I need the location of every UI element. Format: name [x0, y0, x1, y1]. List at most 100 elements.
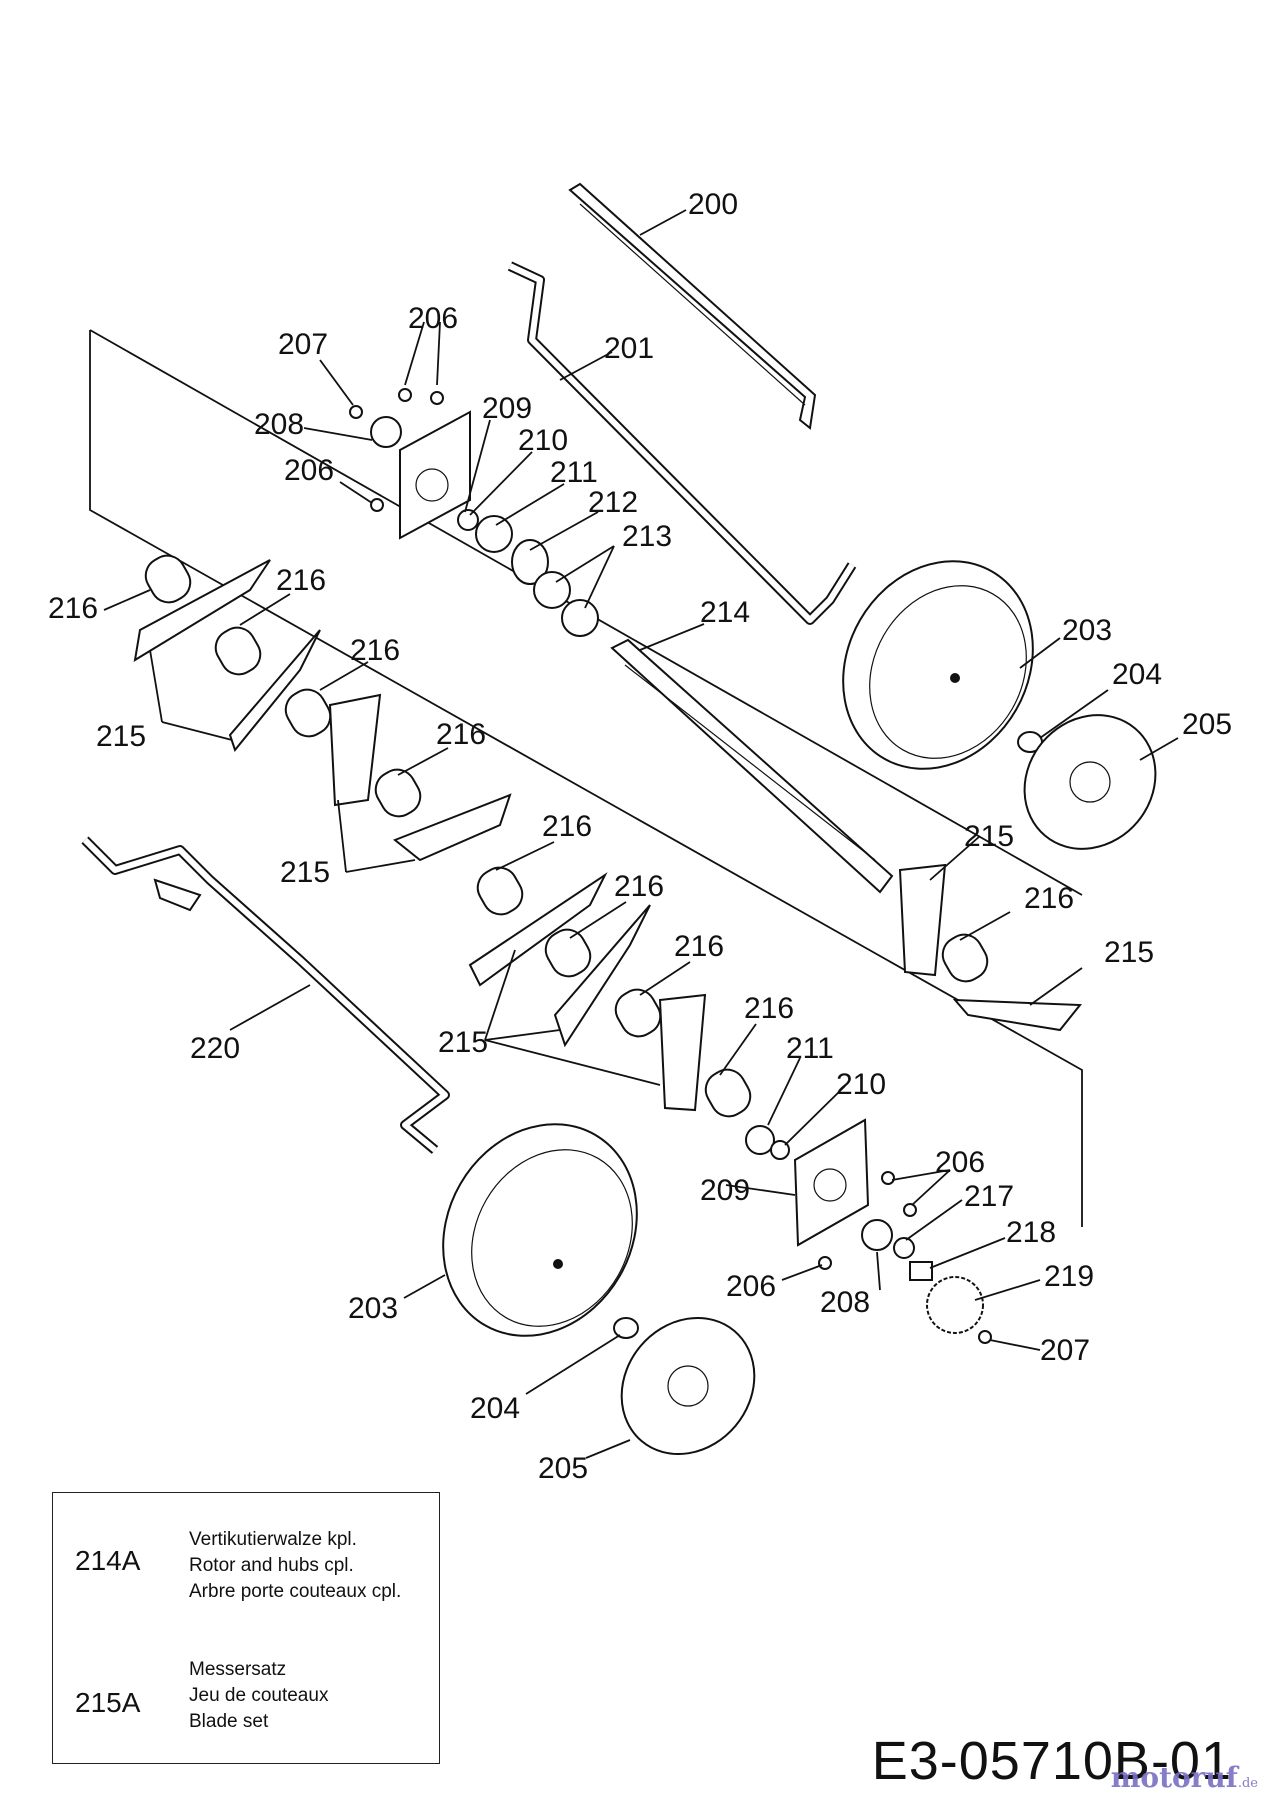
- callout-206-upper-a: 206: [408, 302, 458, 335]
- callout-208-upper: 208: [254, 408, 304, 441]
- part-203-wheel-upper: [842, 560, 1034, 770]
- callout-216-h: 216: [744, 992, 794, 1025]
- watermark-brand: motoruf: [1110, 1761, 1238, 1794]
- part-215-blade-6: [553, 904, 651, 1048]
- legend-line: Rotor and hubs cpl.: [189, 1555, 354, 1576]
- callout-203-upper: 203: [1062, 614, 1112, 647]
- part-218-square-washer: [909, 1261, 933, 1281]
- callout-211-lower: 211: [786, 1032, 834, 1065]
- part-203-wheel-lower: [442, 1123, 638, 1337]
- part-216-spacer-5: [476, 866, 524, 916]
- callout-210-upper: 210: [518, 424, 568, 457]
- callout-207-upper: 207: [278, 328, 328, 361]
- callout-220: 220: [190, 1032, 240, 1065]
- callout-219: 219: [1044, 1260, 1094, 1293]
- part-201-rod: [507, 261, 857, 625]
- part-208-bearing-lower: [861, 1219, 893, 1251]
- callout-206-lower-b: 206: [726, 1270, 776, 1303]
- part-216-spacer-2: [214, 626, 262, 676]
- part-207-bolt-lower: [978, 1330, 992, 1344]
- part-209-plate-lower: [793, 1118, 870, 1247]
- part-216-spacer-6: [544, 928, 592, 978]
- part-216-spacer-3: [284, 688, 332, 738]
- part-215-blade-9: [952, 998, 1083, 1032]
- part-212-spacer: [511, 539, 549, 585]
- part-205-hubcap-upper: [1023, 714, 1157, 850]
- part-219-gear: [926, 1276, 984, 1334]
- legend-box: 214A Vertikutierwalze kpl. Rotor and hub…: [52, 1492, 440, 1764]
- part-220-rod: [81, 836, 450, 1154]
- part-216-spacer-9: [941, 933, 989, 983]
- callout-216-g: 216: [674, 930, 724, 963]
- legend-description: Vertikutierwalze kpl. Rotor and hubs cpl…: [189, 1527, 401, 1605]
- part-200-rail: [568, 182, 817, 430]
- callout-215-c: 215: [438, 1026, 488, 1059]
- drawing-code: E3-05710B-01: [871, 1731, 1232, 1791]
- leader-lines: [103, 209, 1179, 1459]
- part-215-blade-5: [468, 872, 608, 987]
- callout-208-lower: 208: [820, 1286, 870, 1319]
- part-211-bearing-lower: [745, 1125, 775, 1155]
- part-213-washer-b: [561, 599, 599, 637]
- callout-218: 218: [1006, 1216, 1056, 1249]
- part-216-spacer-8: [704, 1068, 752, 1118]
- callout-206-upper-b: 206: [284, 454, 334, 487]
- legend-line: Jeu de couteaux: [189, 1685, 329, 1706]
- part-216-spacer-4: [374, 768, 422, 818]
- callout-203-lower: 203: [348, 1292, 398, 1325]
- callout-216-f: 216: [614, 870, 664, 903]
- part-206-bolt-upper-a: [398, 388, 412, 402]
- callout-210-lower: 210: [836, 1068, 886, 1101]
- callout-215-a: 215: [96, 720, 146, 753]
- callout-209-lower: 209: [700, 1174, 750, 1207]
- part-204-washer-lower: [613, 1317, 639, 1339]
- part-206-bolt-upper-c: [370, 498, 384, 512]
- part-210-washer-lower: [770, 1140, 790, 1160]
- callout-215-e: 215: [1104, 936, 1154, 969]
- legend-description: Messersatz Jeu de couteaux Blade set: [189, 1657, 328, 1735]
- legend-line: Messersatz: [189, 1659, 287, 1680]
- callout-214: 214: [700, 596, 750, 629]
- part-205-hubcap-lower: [620, 1316, 756, 1456]
- part-215-blade-2: [228, 629, 321, 753]
- part-215-blade-4: [393, 793, 512, 862]
- callout-205-upper: 205: [1182, 708, 1232, 741]
- part-206-bolt-lower-b: [903, 1203, 917, 1217]
- legend-line: Blade set: [189, 1711, 269, 1732]
- part-215-blade-7: [658, 993, 707, 1112]
- watermark-suffix: .de: [1237, 1776, 1258, 1791]
- part-206-bolt-lower-c: [818, 1256, 832, 1270]
- part-216-spacer-7: [614, 988, 662, 1038]
- callout-201: 201: [604, 332, 654, 365]
- callout-209-upper: 209: [482, 392, 532, 425]
- callout-204-lower: 204: [470, 1392, 520, 1425]
- callout-211-upper: 211: [550, 456, 598, 489]
- rotor-assembly-outline: [89, 330, 1083, 1227]
- part-215-blade-3: [328, 693, 382, 807]
- callout-212: 212: [588, 486, 638, 519]
- part-208-bearing-upper: [370, 416, 402, 448]
- callout-205-lower: 205: [538, 1452, 588, 1485]
- part-206-bolt-lower-a: [881, 1171, 895, 1185]
- part-217-spacer: [893, 1237, 915, 1259]
- callout-216-c: 216: [350, 634, 400, 667]
- part-209-plate-upper: [399, 410, 471, 540]
- callout-215-d: 215: [964, 820, 1014, 853]
- part-211-bearing-upper: [475, 515, 513, 553]
- callout-216-e: 216: [542, 810, 592, 843]
- callout-204-upper: 204: [1112, 658, 1162, 691]
- part-210-washer-upper: [457, 509, 479, 531]
- part-206-bolt-upper-b: [430, 391, 444, 405]
- callout-217: 217: [964, 1180, 1014, 1213]
- legend-line: Vertikutierwalze kpl.: [189, 1529, 357, 1550]
- part-214-shaft: [610, 638, 894, 894]
- callout-216-i: 216: [1024, 882, 1074, 915]
- callout-216-a: 216: [48, 592, 98, 625]
- legend-number: 215A: [75, 1687, 141, 1718]
- part-213-washer-a: [533, 571, 571, 609]
- callout-215-b: 215: [280, 856, 330, 889]
- callout-216-b: 216: [276, 564, 326, 597]
- callout-213: 213: [622, 520, 672, 553]
- callout-207-lower: 207: [1040, 1334, 1090, 1367]
